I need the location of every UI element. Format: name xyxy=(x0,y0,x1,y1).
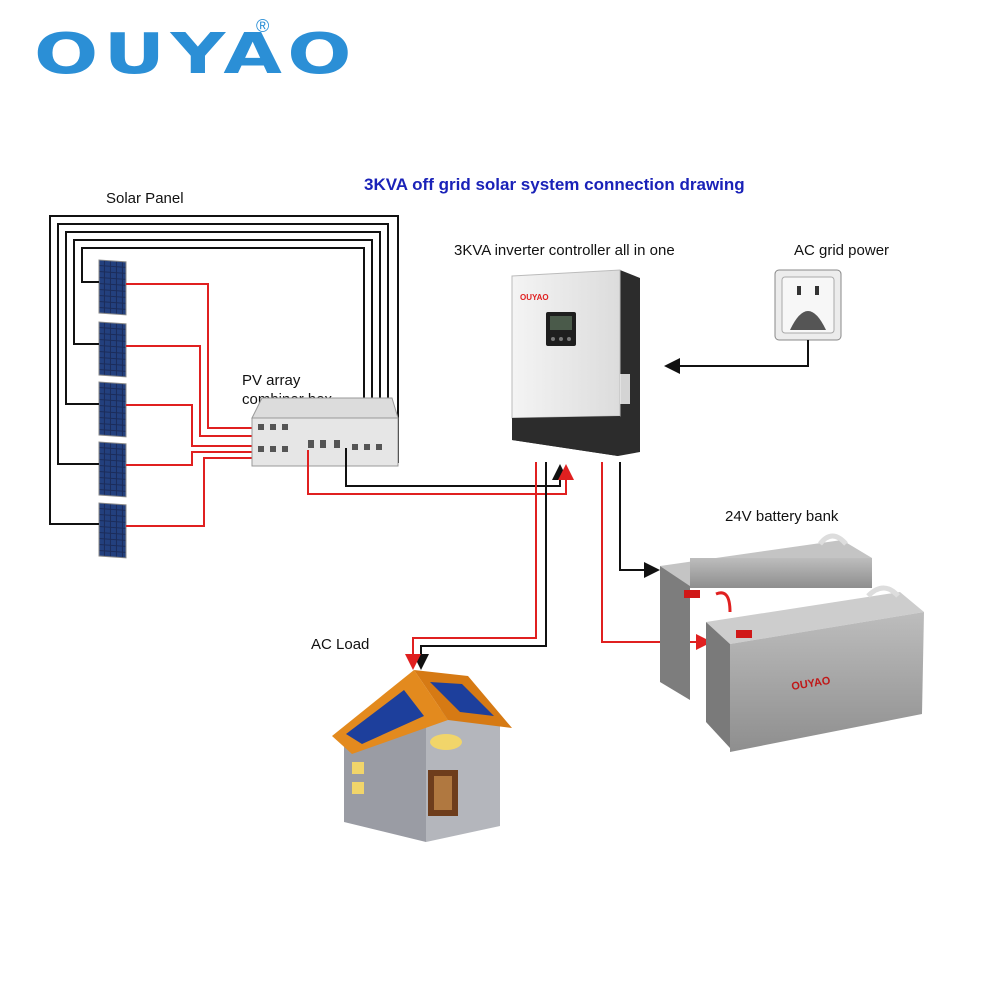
registered-mark: ® xyxy=(256,16,270,36)
load-positive-wire xyxy=(405,462,537,670)
combiner-label-line1: PV array xyxy=(242,372,301,389)
solar-panel-label: Solar Panel xyxy=(106,190,184,207)
solar-panel xyxy=(98,259,127,316)
solar-panel xyxy=(98,321,127,378)
grid-label: AC grid power xyxy=(794,242,890,259)
battery-positive-wire xyxy=(601,462,712,650)
battery-label: 24V battery bank xyxy=(725,508,839,525)
brand-logo: OUYAO xyxy=(34,22,357,87)
solar-panel xyxy=(98,441,127,498)
ac-grid-socket xyxy=(774,269,842,341)
combiner-positive-wire xyxy=(307,450,574,495)
load-label: AC Load xyxy=(311,636,370,653)
battery-bank: OUYAO xyxy=(660,533,924,752)
inverter-label: 3KVA inverter controller all in one xyxy=(454,242,675,259)
pv-combiner-box xyxy=(251,397,399,467)
inverter-controller: OUYAO xyxy=(511,269,640,456)
solar-panel-array xyxy=(98,259,127,559)
solar-panel xyxy=(98,502,127,559)
battery-negative-wire xyxy=(619,462,660,578)
diagram-title: 3KVA off grid solar system connection dr… xyxy=(364,175,745,194)
inverter-brand: OUYAO xyxy=(520,293,549,302)
grid-to-inverter-wire xyxy=(664,340,809,374)
solar-panel xyxy=(98,381,127,438)
load-negative-wire xyxy=(413,462,547,670)
house-ac-load xyxy=(332,670,512,842)
